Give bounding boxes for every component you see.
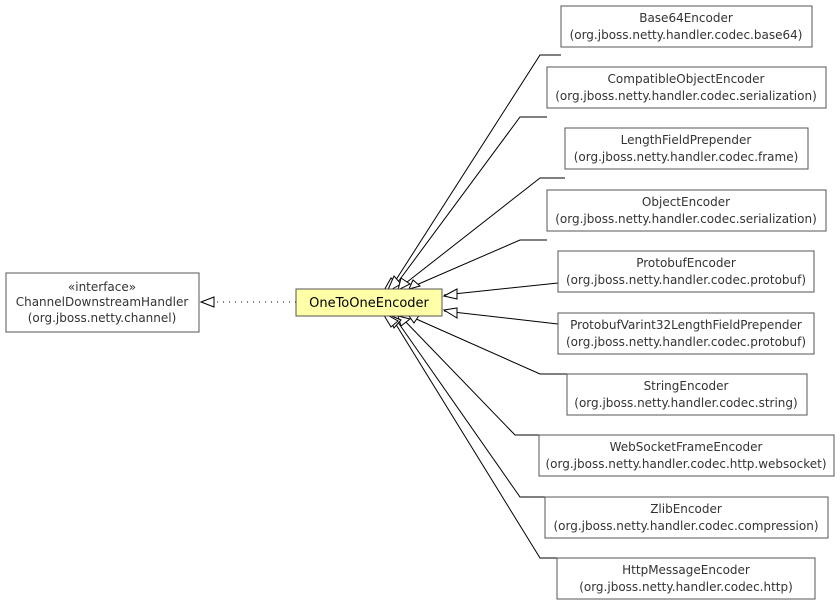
subclass-name: LengthFieldPrepender xyxy=(621,133,752,147)
subclass-websocketframeencoder[interactable]: WebSocketFrameEncoder (org.jboss.netty.h… xyxy=(538,434,835,477)
subclass-name: HttpMessageEncoder xyxy=(622,563,750,577)
subclass-base64encoder[interactable]: Base64Encoder (org.jboss.netty.handler.c… xyxy=(560,5,813,48)
edge-zlibencoder xyxy=(394,317,545,498)
arrowhead-realization xyxy=(199,296,215,308)
subclass-name: ProtobufVarint32LengthFieldPrepender xyxy=(570,318,802,332)
arrowhead-lengthfieldprepender xyxy=(397,277,411,291)
subclass-lengthfieldprepender[interactable]: LengthFieldPrepender (org.jboss.netty.ha… xyxy=(564,127,809,170)
edge-httpmessageencoder xyxy=(391,317,557,559)
arrowhead-objectencoder xyxy=(408,279,422,290)
subclass-name: Base64Encoder xyxy=(639,11,733,25)
arrowhead-protobufencoder xyxy=(442,288,458,300)
subclass-package: (org.jboss.netty.handler.codec.protobuf) xyxy=(566,273,806,287)
inheritance-edges xyxy=(214,54,567,559)
edge-objectencoder xyxy=(413,239,547,287)
subclass-name: ObjectEncoder xyxy=(642,195,730,209)
subclass-name: CompatibleObjectEncoder xyxy=(608,72,765,86)
subclass-protobufvarint32lengthfieldprepender[interactable]: ProtobufVarint32LengthFieldPrepender (or… xyxy=(557,312,815,355)
subclass-stringencoder[interactable]: StringEncoder (org.jboss.netty.handler.c… xyxy=(566,373,808,416)
interface-package: (org.jboss.netty.channel) xyxy=(28,311,177,325)
edge-stringencoder xyxy=(413,317,567,375)
edge-compatibleobjectencoder xyxy=(394,116,547,287)
edge-protobufvarint32lengthfieldprepender xyxy=(443,310,559,325)
subclass-package: (org.jboss.netty.handler.codec.http.webs… xyxy=(545,457,826,471)
edge-websocketframeencoder xyxy=(401,317,539,436)
edge-protobufencoder xyxy=(443,282,559,296)
subclass-package: (org.jboss.netty.handler.codec.protobuf) xyxy=(566,335,806,349)
subclass-package: (org.jboss.netty.handler.codec.serializa… xyxy=(555,212,817,226)
subclass-zlibencoder[interactable]: ZlibEncoder (org.jboss.netty.handler.cod… xyxy=(544,496,829,539)
subclass-package: (org.jboss.netty.handler.codec.frame) xyxy=(574,150,799,164)
edge-lengthfieldprepender xyxy=(401,177,565,287)
interface-name: ChannelDownstreamHandler xyxy=(16,295,189,309)
subclass-compatibleobjectencoder[interactable]: CompatibleObjectEncoder (org.jboss.netty… xyxy=(546,66,827,109)
subclass-package: (org.jboss.netty.handler.codec.http) xyxy=(579,580,793,594)
interface-stereotype: «interface» xyxy=(68,280,136,294)
subclass-name: ProtobufEncoder xyxy=(636,256,736,270)
class-onetooneencoder-label: OneToOneEncoder xyxy=(309,296,429,311)
edge-base64encoder xyxy=(391,54,561,287)
subclass-package: (org.jboss.netty.handler.codec.compressi… xyxy=(553,519,818,533)
subclass-httpmessageencoder[interactable]: HttpMessageEncoder (org.jboss.netty.hand… xyxy=(556,557,816,600)
subclass-protobufencoder[interactable]: ProtobufEncoder (org.jboss.netty.handler… xyxy=(557,250,815,293)
subclass-name: ZlibEncoder xyxy=(650,502,722,516)
class-onetooneencoder[interactable]: OneToOneEncoder xyxy=(295,288,443,317)
arrowhead-compatibleobjectencoder xyxy=(385,275,402,294)
subclass-package: (org.jboss.netty.handler.codec.serializa… xyxy=(555,89,817,103)
subclass-objectencoder[interactable]: ObjectEncoder (org.jboss.netty.handler.c… xyxy=(546,189,827,232)
subclass-package: (org.jboss.netty.handler.codec.string) xyxy=(574,396,797,410)
arrowhead-protobufvarint32lengthfieldprepender xyxy=(442,307,458,319)
interface-channeldownstreamhandler[interactable]: «interface» ChannelDownstreamHandler (or… xyxy=(5,272,200,333)
subclass-name: StringEncoder xyxy=(644,379,729,393)
subclass-name: WebSocketFrameEncoder xyxy=(610,440,763,454)
subclass-package: (org.jboss.netty.handler.codec.base64) xyxy=(570,28,803,42)
arrowheads xyxy=(199,275,458,329)
